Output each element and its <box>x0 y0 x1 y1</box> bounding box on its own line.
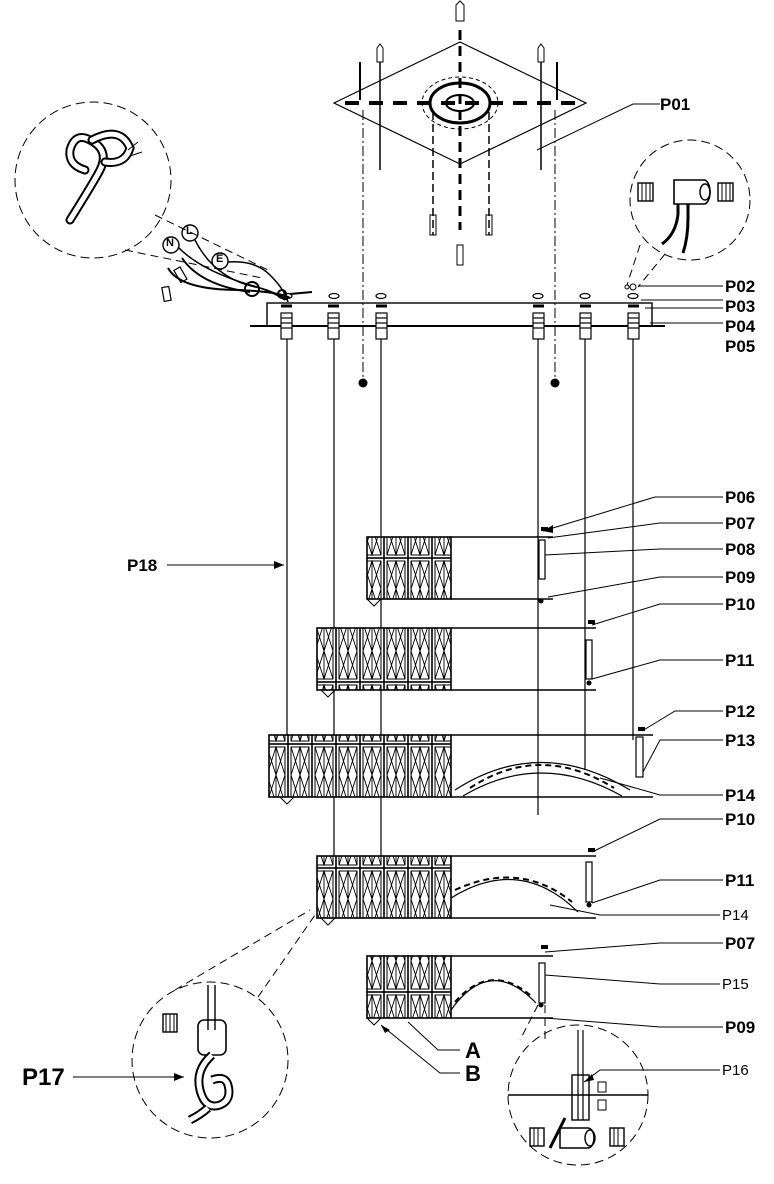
detail-hook <box>131 909 316 1139</box>
tier-4 <box>316 855 596 926</box>
tier-5 <box>366 955 553 1026</box>
label-p02: P02 <box>725 277 756 296</box>
label-p12: P12 <box>725 702 756 721</box>
label-b: B <box>465 1061 481 1086</box>
label-p11-low: P11 <box>725 871 755 890</box>
label-p11-top: P11 <box>725 651 755 670</box>
wire-l-marker: L <box>186 225 193 237</box>
label-p10-low: P10 <box>725 810 756 829</box>
wire-n-marker: N <box>166 237 174 249</box>
label-p16: P16 <box>722 1062 749 1079</box>
label-a: A <box>465 1038 481 1063</box>
canopy-bar <box>250 283 723 340</box>
label-p09-top: P09 <box>725 568 756 587</box>
label-p14-bold: P14 <box>725 786 756 805</box>
label-p14-plain: P14 <box>722 907 749 924</box>
label-p07-top: P07 <box>725 514 756 533</box>
detail-bottom-connector <box>507 1004 649 1166</box>
detail-wire-knot <box>14 101 313 303</box>
tier-3 <box>268 734 653 805</box>
label-p06: P06 <box>725 488 756 507</box>
screw-caps <box>538 527 645 1008</box>
label-p08: P08 <box>725 540 756 559</box>
label-p10-top: P10 <box>725 595 756 614</box>
label-p03: P03 <box>725 297 756 316</box>
label-p13: P13 <box>725 731 756 750</box>
wire-e-marker: E <box>216 253 224 265</box>
tier-2 <box>316 627 596 698</box>
label-p05: P05 <box>725 337 756 356</box>
detail-connector <box>626 139 751 288</box>
label-p01: P01 <box>660 95 691 114</box>
tier-1 <box>366 536 553 607</box>
label-p18: P18 <box>127 556 158 575</box>
ceiling-plate <box>332 0 660 388</box>
label-p15: P15 <box>722 976 749 993</box>
label-p07-low: P07 <box>725 934 756 953</box>
label-p09-low: P09 <box>725 1018 756 1037</box>
label-p04: P04 <box>725 317 756 336</box>
label-p17: P17 <box>22 1064 65 1091</box>
